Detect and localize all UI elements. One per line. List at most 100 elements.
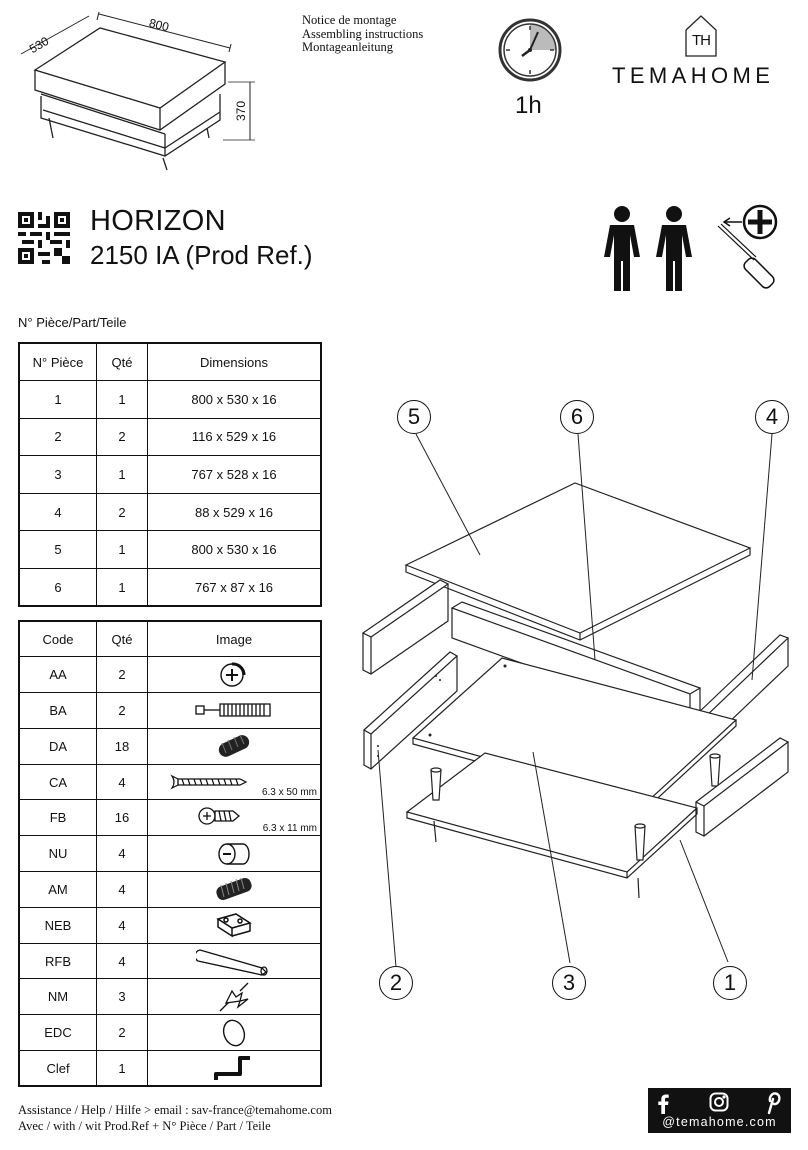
piece-number: 4 [18,492,97,532]
hardware-code: RFB [18,942,97,980]
piece-dimensions: 767 x 528 x 16 [147,455,322,494]
hardware-image [147,871,322,908]
piece-qty: 2 [96,417,148,457]
hardware-qty: 1 [96,1050,148,1087]
table-row: NU 4 [18,835,322,873]
column-header: Code [18,620,97,658]
callout-4: 4 [755,400,789,434]
hardware-image [147,1050,322,1087]
table-row: NEB 4 [18,906,322,944]
piece-qty: 1 [96,530,148,570]
nail-icon [219,982,249,1012]
notice-line-de: Montageanleitung [302,40,393,54]
brand-logo-icon: TH [684,14,718,58]
hardware-image [147,906,322,944]
piece-dimensions: 88 x 529 x 16 [147,492,322,532]
hardware-size: 6.3 x 50 mm [261,787,317,799]
leg-bracket-icon [216,913,252,938]
insert-nut-icon [218,842,250,865]
piece-number: 1 [18,380,97,419]
social-handle: @temahome.com [662,1115,777,1129]
piece-qty: 1 [96,455,148,494]
brand-monogram: TH [692,32,711,49]
long-screw-icon [170,774,248,790]
hardware-qty: 18 [96,727,148,765]
threaded-insert-icon [216,878,252,901]
legs [430,753,721,899]
hardware-qty: 3 [96,978,148,1016]
column-header: Dimensions [147,342,322,382]
piece-dimensions: 767 x 87 x 16 [147,568,322,607]
hardware-code: NU [18,835,97,873]
piece-qty: 1 [96,568,148,607]
hardware-code: BA [18,692,97,729]
hardware-code: DA [18,727,97,765]
table-row: RFB 4 [18,942,322,980]
hardware-qty: 2 [96,692,148,729]
panel-5 [404,482,752,641]
table-header-row: Code Qté Image [18,620,322,658]
pinterest-icon[interactable] [765,1091,781,1115]
table-row: 1 1 800 x 530 x 16 [18,380,322,419]
table-header-row: N° Pièce Qté Dimensions [18,342,322,382]
brand-name: TEMAHOME [612,63,775,88]
hardware-image [147,942,322,980]
piece-dimensions: 116 x 529 x 16 [147,417,322,457]
hardware-image [147,978,322,1016]
hardware-image [147,727,322,765]
hardware-qty: 2 [96,656,148,694]
hardware-image [147,692,322,729]
allen-key-icon [214,1056,250,1081]
table-row: 5 1 800 x 530 x 16 [18,530,322,570]
table-row: NM 3 [18,978,322,1016]
table-row: Clef 1 [18,1050,322,1087]
panel-4-front [694,737,790,837]
table-row: 3 1 767 x 528 x 16 [18,455,322,494]
panel-1 [405,752,699,879]
hardware-code: FB [18,799,97,837]
panel-2-front [362,651,459,770]
table-row: BA 2 [18,692,322,729]
wood-dowel-icon [218,735,250,758]
hardware-code: Clef [18,1050,97,1087]
hardware-code: NEB [18,906,97,944]
hardware-image: 6.3 x 11 mm [147,799,322,837]
table-row: EDC 2 [18,1014,322,1052]
hardware-qty: 2 [96,1014,148,1052]
cap-cover-icon [222,1019,246,1047]
hardware-qty: 16 [96,799,148,837]
notice-line-fr: Notice de montage [302,13,397,27]
dimension-height: 370 [234,100,249,122]
instagram-icon[interactable] [709,1092,729,1112]
qr-code-icon [18,212,70,264]
exploded-diagram: 5 6 4 2 3 1 [340,390,808,1010]
parts-caption: N° Pièce/Part/Teile [18,315,127,330]
social-bar: @temahome.com [648,1088,791,1133]
assistance-info: Assistance / Help / Hilfe > email : sav-… [18,1102,332,1134]
column-header: Qté [96,342,148,382]
notice-title: Notice de montage Assembling instruction… [302,13,424,55]
leg-icon [196,949,268,976]
callout-1: 1 [713,966,747,1000]
hardware-qty: 4 [96,942,148,980]
facebook-icon[interactable] [656,1092,670,1114]
hardware-size: 6.3 x 11 mm [262,823,317,835]
assistance-line: Assistance / Help / Hilfe > email : sav-… [18,1103,332,1117]
assistance-line: Avec / with / wit Prod.Ref + N° Pièce / … [18,1119,271,1133]
hardware-qty: 4 [96,906,148,944]
table-row: AA 2 [18,656,322,694]
hardware-qty: 4 [96,835,148,873]
table-row: 4 2 88 x 529 x 16 [18,492,322,532]
notice-line-en: Assembling instructions [302,26,424,41]
table-row: AM 4 [18,871,322,908]
hardware-code: AM [18,871,97,908]
column-header: Qté [96,620,148,658]
cam-bolt-icon [195,703,271,718]
piece-qty: 1 [96,380,148,419]
product-name: HORIZON [90,205,226,237]
table-row: 2 2 116 x 529 x 16 [18,417,322,457]
column-header: Image [147,620,322,658]
hardware-table: Code Qté Image AA 2 BA 2 DA 18 [18,620,322,1088]
callout-2: 2 [379,966,413,1000]
parts-table: N° Pièce Qté Dimensions 1 1 800 x 530 x … [18,342,322,608]
